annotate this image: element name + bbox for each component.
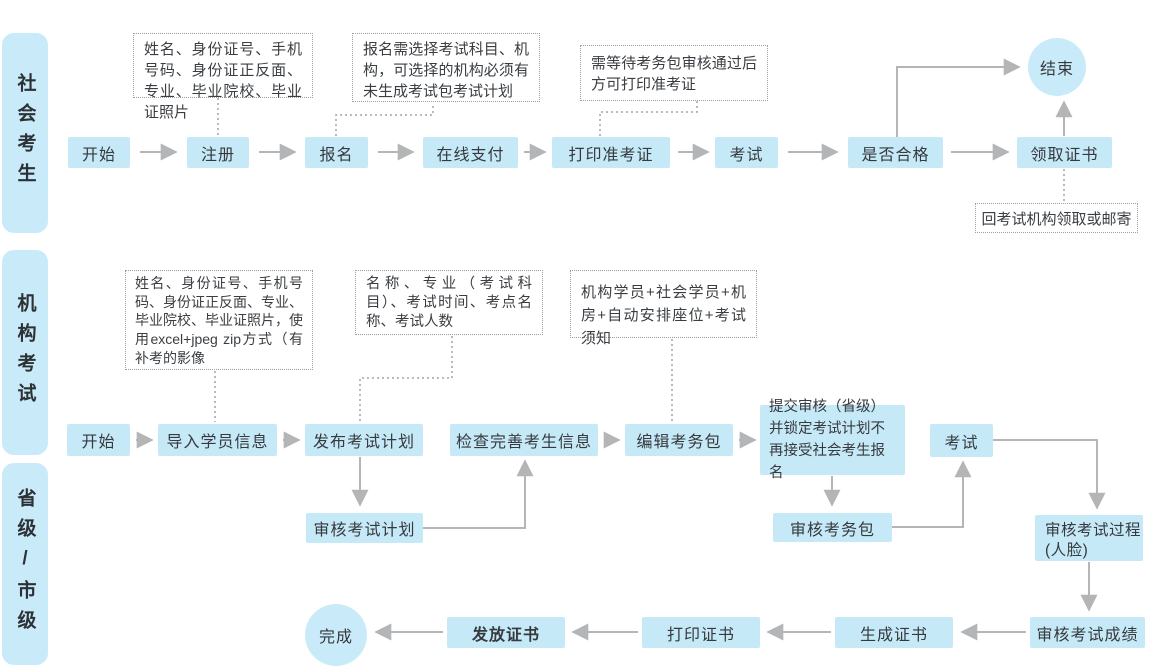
node-import-students: 导入学员信息 [158,424,277,456]
node-review-process: 审核考试过程(人脸) [1035,515,1143,561]
node-pass-check: 是否合格 [848,137,943,168]
node-review-plan: 审核考试计划 [306,513,423,543]
node-online-pay: 在线支付 [423,137,518,168]
node-signup: 报名 [305,137,368,168]
node-review-score: 审核考试成绩 [1030,617,1145,648]
edge-exam-reviewprocess [993,439,1106,510]
note-cert-info: 回考试机构领取或邮寄 [975,203,1138,233]
edge-pass-end [896,58,1021,137]
lane-institution-exam: 机构考试 [2,250,48,455]
node-submit-review: 提交审核（省级）并锁定考试计划不再接受社会考生报名 [760,399,905,481]
node-print-ticket: 打印准考证 [552,137,670,168]
lane-social-candidates: 社会考生 [2,33,48,233]
node-institution-exam: 考试 [930,424,993,457]
dotted-ticket-note [599,101,698,136]
lane-social-label: 社会考生 [14,73,36,193]
node-edit-pack: 编辑考务包 [625,424,733,456]
node-publish-plan: 发布考试计划 [305,424,423,456]
node-end-circle: 结束 [1028,38,1086,96]
dotted-plan-note [359,336,453,422]
lane-institution-label: 机构考试 [14,292,36,413]
node-print-cert: 打印证书 [642,617,760,648]
note-ticket-info: 需等待考务包审核通过后方可打印准考证 [580,45,768,101]
node-review-pack: 审核考务包 [773,513,892,542]
note-signup-info: 报名需选择考试科目、机构，可选择的机构必须有未生成考试包考试计划 [352,33,540,102]
node-social-exam: 考试 [715,137,778,168]
node-get-cert: 领取证书 [1017,137,1112,168]
note-import-info: 姓名、身份证号、手机号码、身份证正反面、专业、毕业院校、毕业证照片，使用exce… [125,270,313,370]
note-pack-info: 机构学员+社会学员+机房+自动安排座位+考试须知 [570,270,757,347]
edge-reviewpack-exam [892,460,972,528]
note-register-info: 姓名、身份证号、手机号码、身份证正反面、专业、毕业院校、毕业证照片 [133,33,313,121]
node-issue-cert: 发放证书 [447,617,565,648]
edge-reviewplan-check [423,459,534,529]
node-register: 注册 [187,137,249,168]
node-institution-start: 开始 [67,424,130,456]
note-plan-info: 名称、专业（考试科目）、考试时间、考点名称、考试人数 [355,270,543,335]
node-generate-cert: 生成证书 [835,617,953,648]
node-done-circle: 完成 [305,604,367,666]
lane-province-label: 省级/市级 [14,488,36,640]
dotted-signup-note [335,103,434,136]
lane-province-city: 省级/市级 [2,463,48,665]
node-social-start: 开始 [68,137,130,168]
node-check-candidates: 检查完善考生信息 [450,424,598,456]
